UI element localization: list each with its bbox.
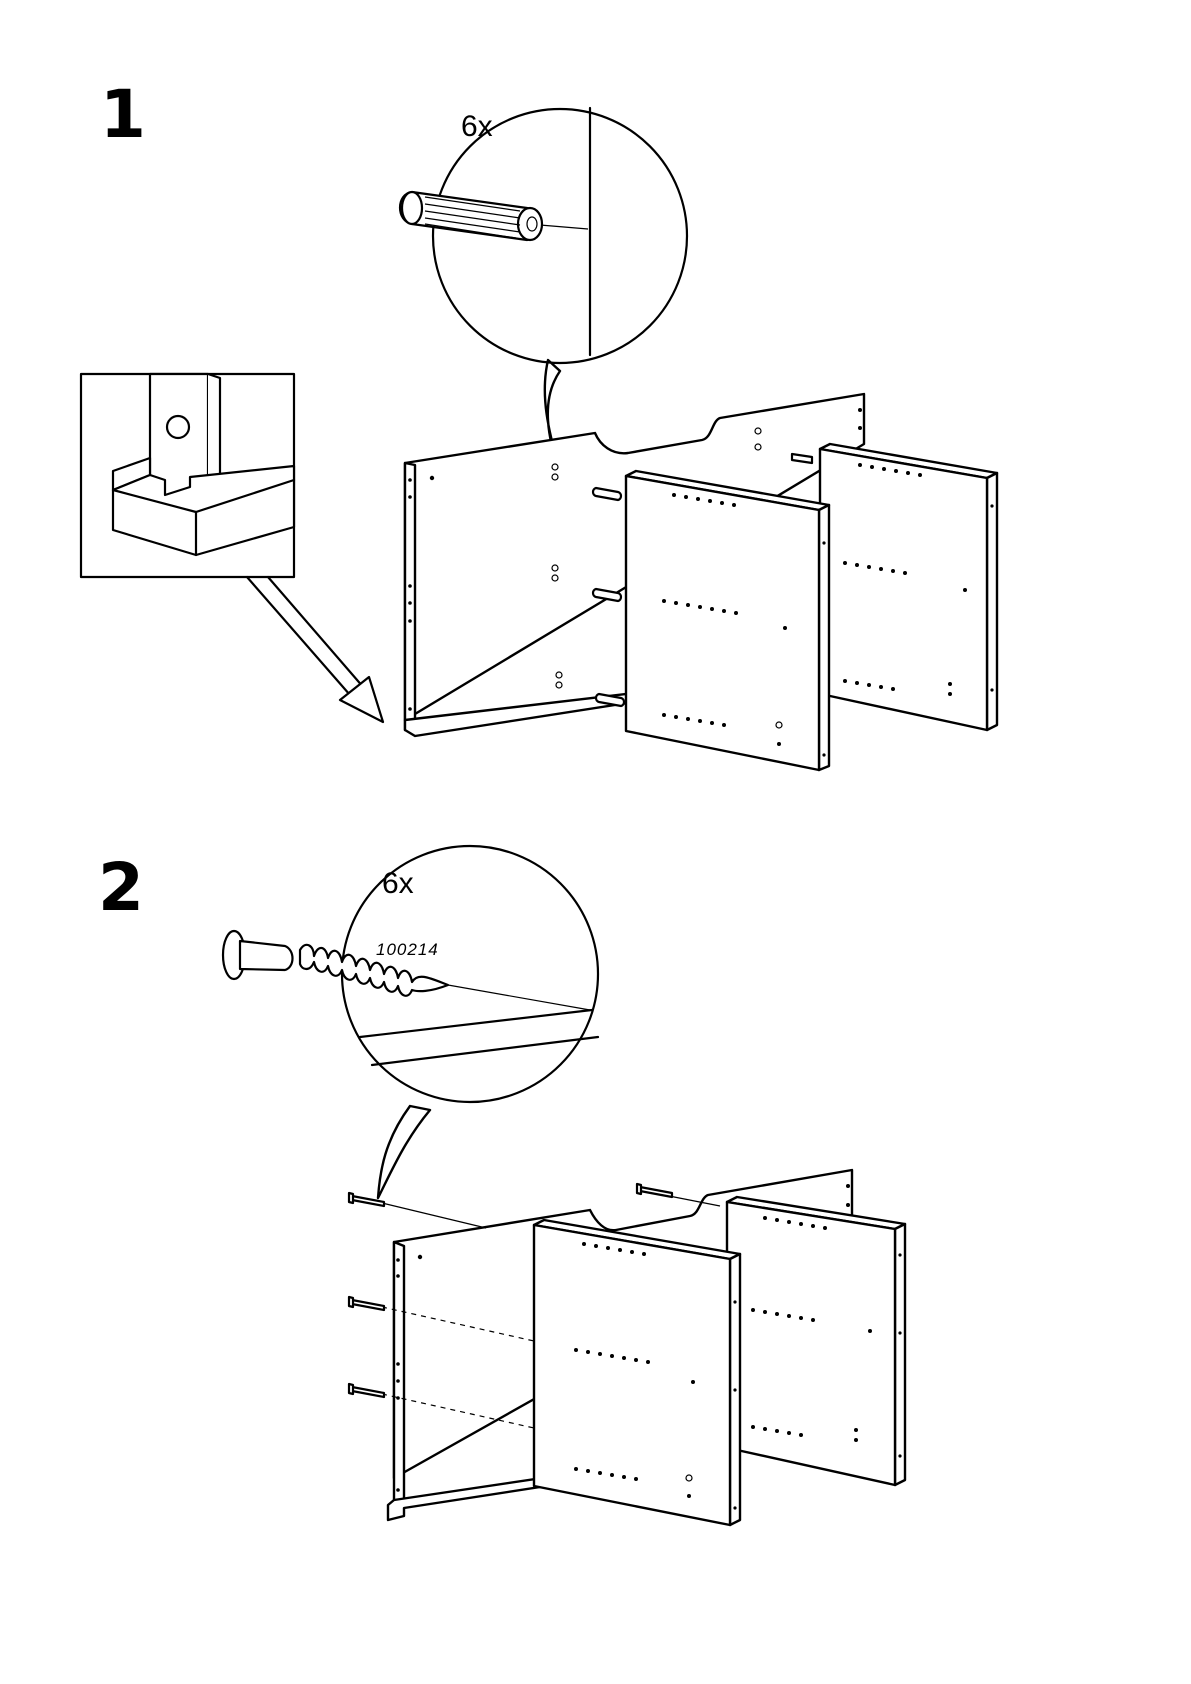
step-1-quantity: 6x <box>461 110 493 143</box>
step-1-front-partition <box>626 471 829 770</box>
step-1: 1 6x <box>81 76 997 770</box>
screw-icon <box>637 1184 672 1197</box>
step-2-detail-callout: 6x 100214 <box>223 846 598 1198</box>
panel-notch-detail-icon <box>81 374 383 722</box>
screw-icon <box>349 1384 384 1397</box>
step-1-detail-callout: 6x <box>400 108 687 471</box>
step-2: 2 6x 100214 <box>98 846 905 1525</box>
screw-icon <box>349 1297 384 1310</box>
part-number-label: 100214 <box>376 940 439 959</box>
magnifier-circle <box>433 109 687 363</box>
step-2-quantity: 6x <box>382 867 414 900</box>
step-2-number: 2 <box>98 849 144 926</box>
wooden-dowel-icon <box>400 192 542 240</box>
step-2-front-partition <box>534 1220 740 1525</box>
step-2-back-partition <box>727 1197 905 1485</box>
step-1-number: 1 <box>100 76 146 153</box>
